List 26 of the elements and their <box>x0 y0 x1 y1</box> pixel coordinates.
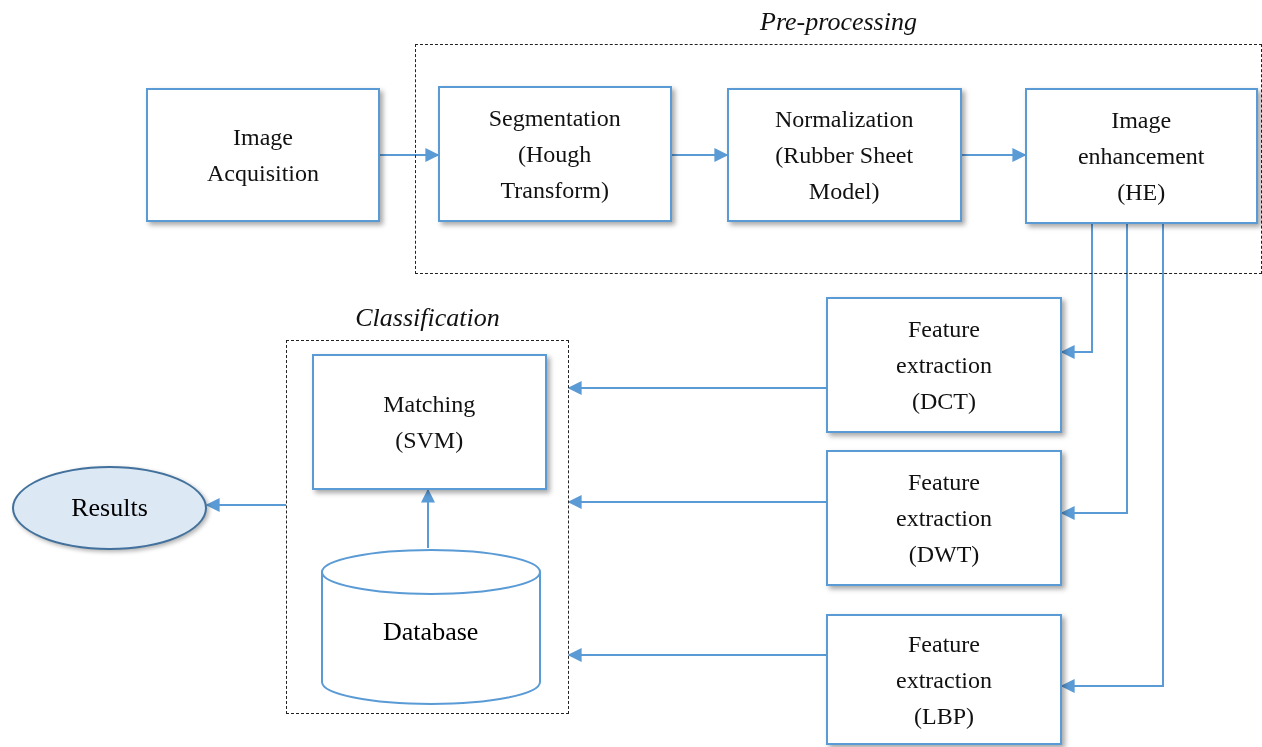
node-label: Normalization (Rubber Sheet Model) <box>773 104 915 206</box>
arrow <box>567 648 827 662</box>
node-label: Segmentation (Hough Transform) <box>487 103 622 205</box>
process-box <box>726 87 962 222</box>
process-box <box>1024 87 1258 224</box>
node-label: Database <box>383 616 479 647</box>
node-label: Results <box>71 493 148 523</box>
database-cylinder <box>319 547 542 706</box>
process-box <box>826 450 1062 586</box>
process-box <box>826 614 1062 745</box>
group-title: Pre-processing <box>759 7 918 37</box>
group-title: Classification <box>354 303 501 333</box>
arrow <box>567 495 827 509</box>
node-label: Feature extraction (LBP) <box>895 629 993 731</box>
process-box <box>826 297 1062 433</box>
process-box <box>146 88 380 222</box>
process-box <box>311 353 547 490</box>
node-label: Image Acquisition <box>206 123 320 188</box>
arrow <box>205 498 287 512</box>
node-label: Matching (SVM) <box>382 389 477 455</box>
node-label: Feature extraction (DWT) <box>895 468 993 569</box>
arrow <box>421 488 435 549</box>
arrow <box>567 381 827 395</box>
process-box <box>437 85 672 222</box>
node-label: Image enhancement (HE) <box>1076 105 1206 207</box>
node-label: Feature extraction (DCT) <box>895 315 993 416</box>
